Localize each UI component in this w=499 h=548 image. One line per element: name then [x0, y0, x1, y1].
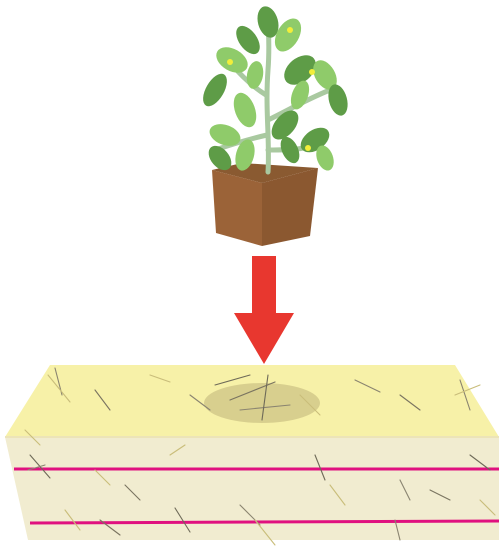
bale-front-face: [5, 437, 499, 540]
soil-cube-icon: [212, 163, 318, 246]
arrow-down-icon: [234, 256, 294, 364]
straw-bale: [5, 365, 499, 545]
cube-left-face: [212, 170, 262, 246]
twine-lower: [30, 521, 499, 523]
tomato-plant-icon: [198, 4, 351, 175]
